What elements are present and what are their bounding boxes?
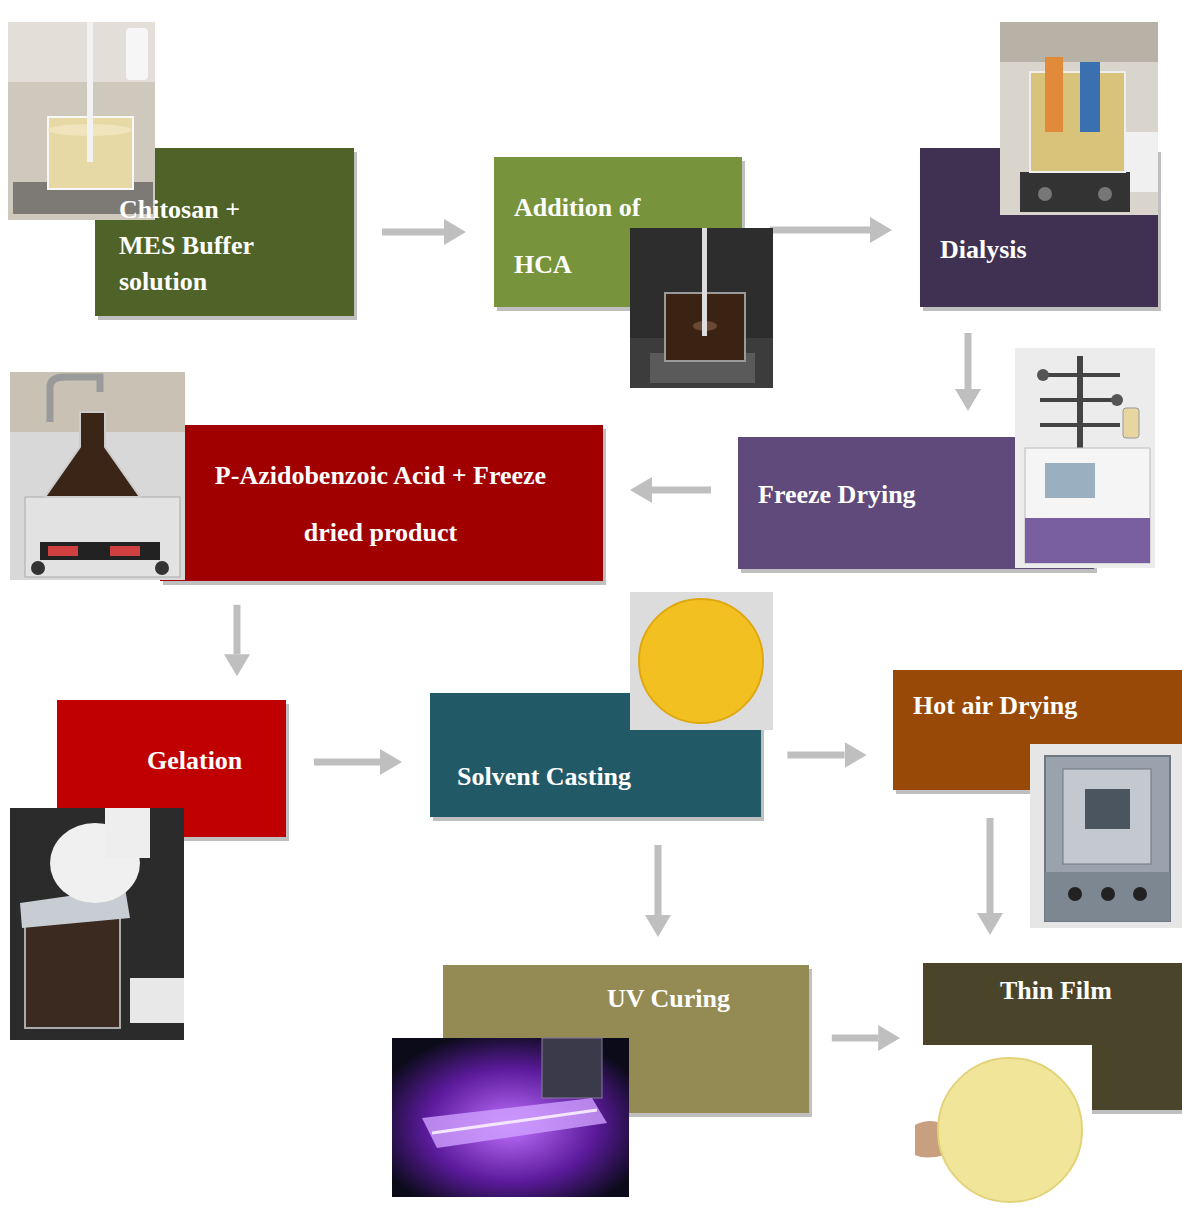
flow-arrow (787, 752, 844, 759)
process-box: Solvent Casting (430, 693, 761, 817)
uv-lamp-photo-part (432, 1110, 597, 1133)
dialysis-photo-part (1080, 62, 1100, 132)
beaker-photo-part (126, 28, 148, 80)
oven-photo-part (1101, 887, 1115, 901)
flow-arrow (652, 487, 711, 494)
beaker-photo-part (8, 22, 155, 220)
box-label: Hot air Drying (913, 690, 1170, 722)
freeze-dryer-photo-part (1045, 463, 1095, 498)
flow-arrow (987, 818, 994, 913)
thin-film-photo (915, 1045, 1092, 1215)
freeze-dryer-photo-part (1025, 518, 1150, 563)
oven-photo-part (1085, 789, 1130, 829)
stirrer-photo-part (155, 561, 169, 575)
dialysis-photo-part (1098, 187, 1112, 201)
oven-photo-part (1133, 887, 1147, 901)
dialysis-photo-part (1030, 72, 1125, 172)
flow-arrow (655, 845, 662, 915)
process-box: UV Curing (443, 965, 809, 1113)
flow-arrow (314, 759, 380, 766)
oven-photo (1030, 744, 1182, 928)
process-box: Dialysis (920, 148, 1158, 307)
dialysis-photo-part (1045, 57, 1063, 132)
oven-photo-part (1030, 744, 1182, 928)
box-label: UV Curing (607, 983, 797, 1015)
dialysis-photo (1000, 22, 1158, 215)
freeze-dryer-photo-part (1123, 408, 1139, 438)
freeze-dryer-photo-part (1040, 398, 1120, 402)
freeze-dryer-photo-part (1015, 348, 1155, 568)
stirrer-photo-part (48, 546, 78, 556)
flow-arrow (382, 229, 444, 236)
freeze-dryer-photo-part (1037, 369, 1049, 381)
process-box: P-Azidobenzoic Acid + Freeze dried produ… (160, 425, 603, 581)
stirrer-photo-part (45, 412, 140, 497)
beaker-photo (630, 228, 773, 388)
process-box: Hot air Drying (893, 670, 1182, 790)
stirrer-photo-part (25, 497, 180, 577)
stirrer-photo-part (110, 546, 140, 556)
dialysis-photo-part (1000, 22, 1158, 62)
gelation-photo-part (105, 808, 150, 858)
process-box: Gelation (57, 700, 286, 837)
gelation-photo (10, 808, 184, 1040)
dialysis-photo-part (1000, 22, 1158, 215)
beaker-photo-part (630, 228, 773, 388)
stirrer-photo (10, 372, 185, 580)
freeze-dryer-photo-part (1040, 423, 1120, 427)
uv-lamp-photo (392, 1038, 629, 1197)
process-box: Thin Film (923, 963, 1182, 1110)
box-label: Addition of HCA (514, 179, 684, 293)
uv-lamp-photo-part (542, 1038, 602, 1098)
box-label: Freeze Drying (758, 479, 1082, 511)
freeze-dryer-photo-part (1040, 373, 1120, 377)
cast-film-photo-part (639, 599, 763, 723)
cast-film-photo-part (630, 592, 773, 730)
flow-arrow (770, 227, 870, 234)
process-box: Addition of HCA (494, 157, 742, 307)
dialysis-photo-part (1038, 187, 1052, 201)
gelation-photo-part (130, 978, 184, 1023)
box-label: Solvent Casting (457, 761, 749, 793)
box-label: Chitosan + MES Buffer solution (119, 192, 294, 300)
oven-photo-part (1045, 756, 1170, 921)
cast-film-photo (630, 592, 773, 730)
beaker-photo-part (87, 22, 93, 162)
flow-arrow (832, 1035, 878, 1042)
beaker-photo-part (702, 228, 707, 336)
flow-arrow (965, 333, 972, 389)
oven-photo-part (1068, 887, 1082, 901)
beaker-photo (8, 22, 155, 220)
freeze-dryer-photo-part (1025, 448, 1150, 563)
box-fill (160, 425, 606, 585)
oven-photo-part (1045, 872, 1170, 921)
thin-film-photo-part (915, 1045, 1092, 1215)
beaker-photo-part (8, 22, 155, 82)
freeze-dryer-photo-part (1111, 394, 1123, 406)
freeze-dryer-photo (1015, 348, 1155, 568)
process-box: Freeze Drying (738, 437, 1094, 569)
box-label: Thin Film (1000, 975, 1170, 1007)
gelation-photo-part (10, 808, 184, 1040)
stirrer-photo-part (10, 372, 185, 580)
stirrer-photo-part (40, 542, 160, 560)
flow-arrow (234, 605, 241, 654)
stirrer-photo-part (31, 561, 45, 575)
box-background (160, 425, 603, 581)
box-label: P-Azidobenzoic Acid + Freeze dried produ… (211, 447, 551, 561)
process-box: Chitosan + MES Buffer solution (95, 148, 354, 316)
thin-film-photo-part (938, 1058, 1082, 1202)
uv-lamp-photo-part (422, 1098, 607, 1148)
box-label: Gelation (147, 745, 274, 777)
uv-lamp-photo-part (392, 1038, 629, 1197)
dialysis-photo-part (1020, 172, 1130, 212)
box-label: Dialysis (940, 234, 1146, 266)
oven-photo-part (1063, 769, 1151, 864)
uv-lamp-photo-part (392, 1038, 629, 1197)
